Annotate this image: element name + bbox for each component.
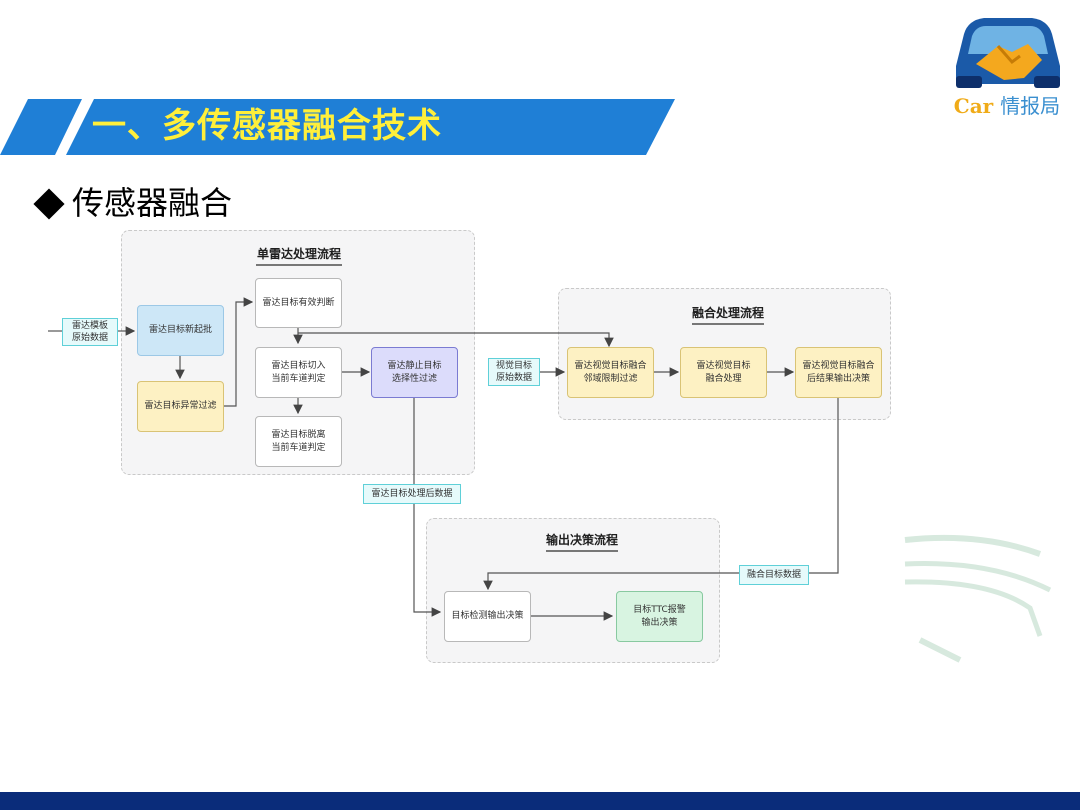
node-radar-cut-out: 雷达目标脱离 当前车道判定 xyxy=(255,416,342,467)
tag-radar-raw-data: 雷达模板 原始数据 xyxy=(62,318,118,346)
group-title-fusion: 融合处理流程 xyxy=(692,304,764,325)
tag-radar-processed-data: 雷达目标处理后数据 xyxy=(363,484,461,504)
group-title-single-radar: 单雷达处理流程 xyxy=(256,245,342,266)
node-fusion-output-decision: 雷达视觉目标融合 后结果输出决策 xyxy=(795,347,882,398)
tag-fusion-target-data: 融合目标数据 xyxy=(739,565,809,585)
node-radar-new-target: 雷达目标新起批 xyxy=(137,305,224,356)
node-fusion-process: 雷达视觉目标 融合处理 xyxy=(680,347,767,398)
node-radar-cut-in: 雷达目标切入 当前车道判定 xyxy=(255,347,342,398)
group-title-output: 输出决策流程 xyxy=(546,531,618,552)
node-fusion-neighbor-filter: 雷达视觉目标融合 邻域限制过滤 xyxy=(567,347,654,398)
logo-text: Car 情报局 xyxy=(953,94,1061,118)
page-title: 一、多传感器融合技术 xyxy=(92,106,442,146)
section-heading: 传感器融合 xyxy=(32,178,232,224)
node-detect-output-decision: 目标检测输出决策 xyxy=(444,591,531,642)
tag-vision-raw-data: 视觉目标 原始数据 xyxy=(488,358,540,386)
node-ttc-alarm-output: 目标TTC报警 输出决策 xyxy=(616,591,703,642)
node-radar-static-filter: 雷达静止目标 选择性过滤 xyxy=(371,347,458,398)
node-radar-abnormal-filter: 雷达目标异常过滤 xyxy=(137,381,224,432)
car-outline-decoration-icon xyxy=(904,534,1052,663)
car-handshake-logo-icon xyxy=(956,18,1060,88)
title-banner xyxy=(0,99,675,155)
footer-bar xyxy=(0,792,1080,810)
node-radar-valid-check: 雷达目标有效判断 xyxy=(255,278,342,328)
